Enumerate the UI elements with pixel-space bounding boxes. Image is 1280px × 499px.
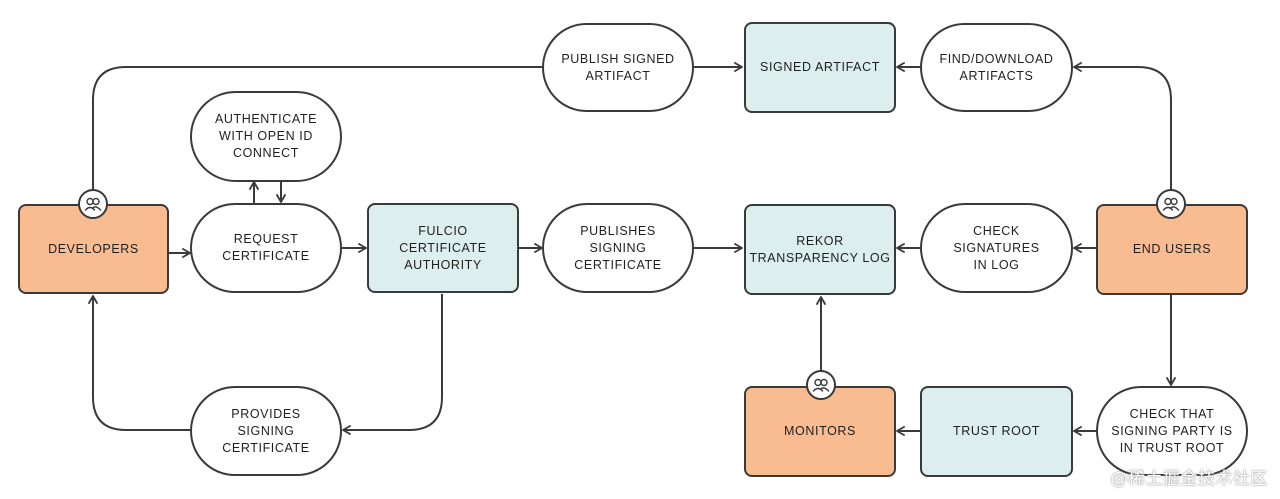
node-signed-artifact: SIGNED ARTIFACT — [744, 22, 896, 113]
node-publishes-signing-certificate: PUBLISHES SIGNING CERTIFICATE — [542, 203, 694, 293]
label-end-users: END USERS — [1132, 242, 1212, 256]
node-rekor-transparency-log: REKOR TRANSPARENCY LOG — [744, 204, 896, 295]
people-icon-glyph — [84, 197, 102, 211]
people-icon-glyph — [1162, 197, 1180, 211]
watermark: @稀土掘金技术社区 — [1110, 469, 1268, 489]
label-authenticate-openid: AUTHENTICATE WITH OPEN ID CONNECT — [214, 112, 318, 160]
node-provides-signing-certificate: PROVIDES SIGNING CERTIFICATE — [190, 386, 342, 476]
people-icon — [78, 189, 108, 219]
people-icon — [806, 370, 836, 400]
edge-endusers-to-find — [1073, 62, 1172, 205]
node-find-download-artifacts: FIND/DOWNLOAD ARTIFACTS — [920, 23, 1073, 112]
label-provides-signing-certificate: PROVIDES SIGNING CERTIFICATE — [222, 406, 310, 455]
node-check-signatures-in-log: CHECK SIGNATURES IN LOG — [920, 203, 1073, 293]
edge-developers-to-publish — [92, 66, 542, 205]
label-trust-root: TRUST ROOT — [952, 424, 1041, 438]
node-trust-root: TRUST ROOT — [920, 386, 1073, 477]
label-check-trust-root: CHECK THAT SIGNING PARTY IS IN TRUST ROO… — [1111, 406, 1233, 455]
node-request-certificate: REQUEST CERTIFICATE — [190, 203, 342, 293]
label-check-signatures-in-log: CHECK SIGNATURES IN LOG — [953, 223, 1040, 272]
node-fulcio-certificate-authority: FULCIO CERTIFICATE AUTHORITY — [367, 203, 519, 293]
node-publish-signed-artifact: PUBLISH SIGNED ARTIFACT — [542, 23, 694, 112]
node-developers: DEVELOPERS — [18, 204, 169, 294]
node-authenticate-openid: AUTHENTICATE WITH OPEN ID CONNECT — [190, 91, 342, 182]
node-check-trust-root: CHECK THAT SIGNING PARTY IS IN TRUST ROO… — [1096, 386, 1248, 476]
node-end-users: END USERS — [1096, 204, 1248, 295]
label-fulcio-certificate-authority: FULCIO CERTIFICATE AUTHORITY — [399, 223, 487, 272]
label-signed-artifact: SIGNED ARTIFACT — [760, 60, 880, 74]
edge-fulcio-to-provides — [342, 294, 443, 435]
edge-provides-to-developers — [88, 295, 190, 431]
label-monitors: MONITORS — [784, 424, 856, 438]
label-find-download-artifacts: FIND/DOWNLOAD ARTIFACTS — [939, 51, 1054, 83]
people-icon-glyph — [812, 378, 830, 392]
label-developers: DEVELOPERS — [48, 241, 139, 256]
label-request-certificate: REQUEST CERTIFICATE — [222, 232, 310, 263]
label-rekor-transparency-log: REKOR TRANSPARENCY LOG — [749, 233, 891, 265]
label-publishes-signing-certificate: PUBLISHES SIGNING CERTIFICATE — [574, 223, 662, 272]
label-publish-signed-artifact: PUBLISH SIGNED ARTIFACT — [561, 51, 675, 83]
people-icon — [1156, 189, 1186, 219]
